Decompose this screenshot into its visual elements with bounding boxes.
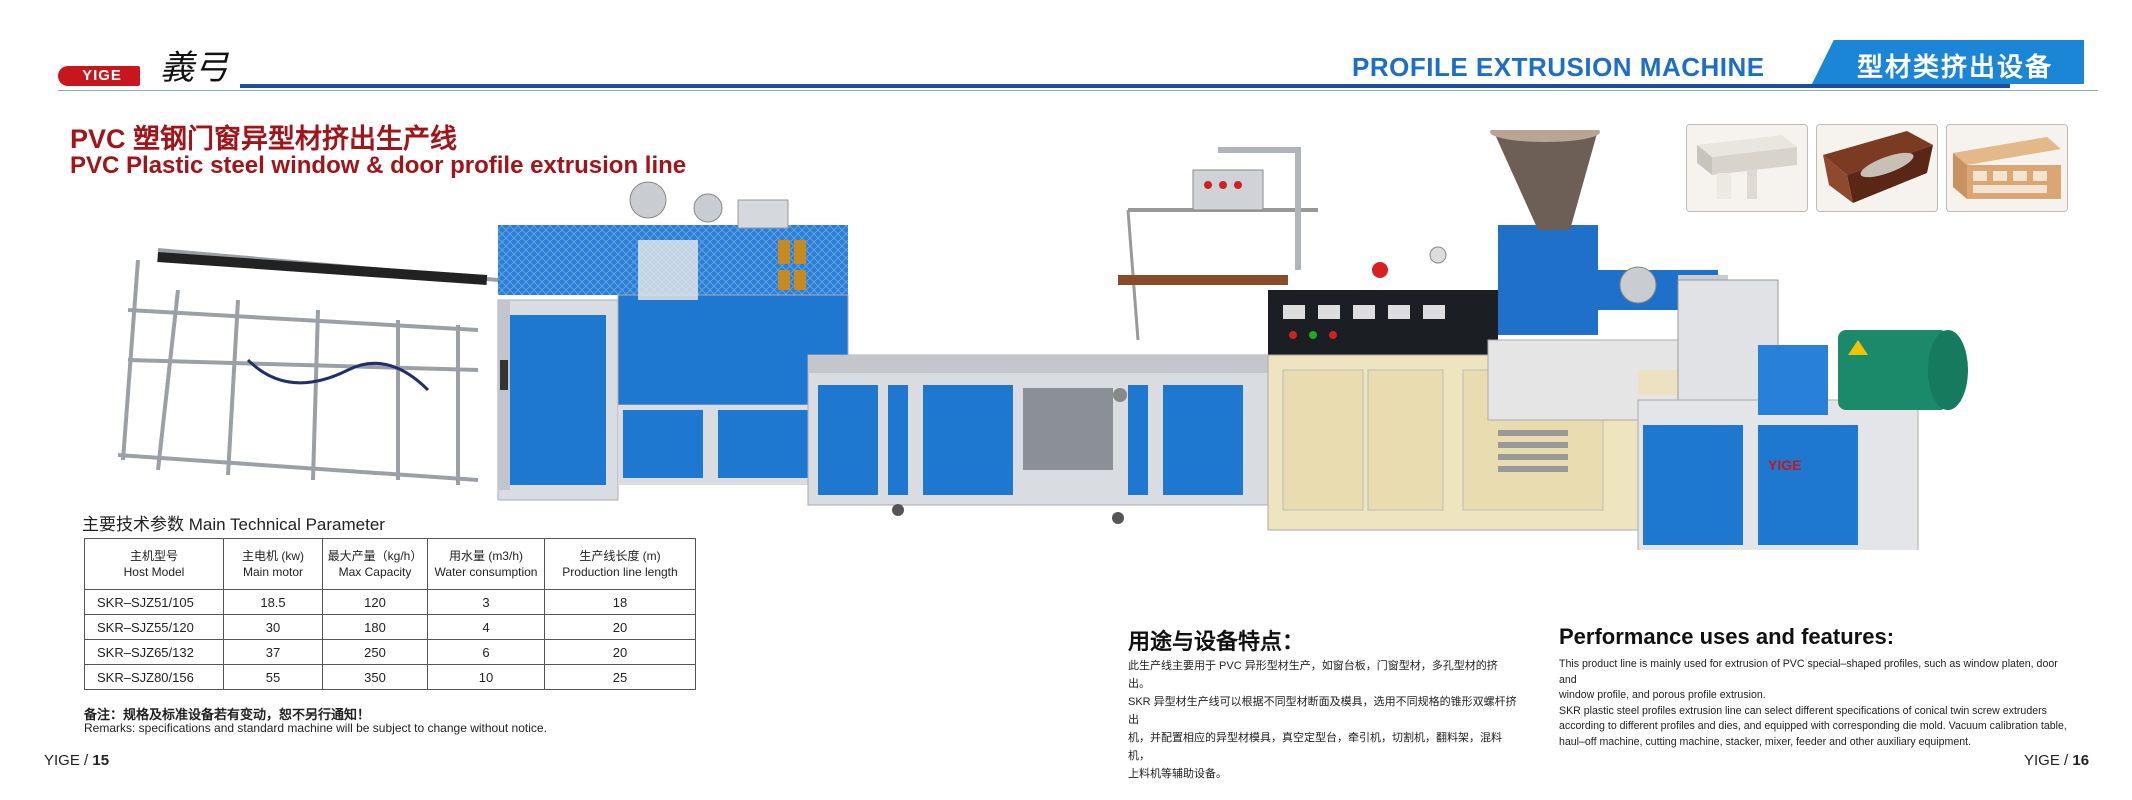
product-title-cn: PVC 塑钢门窗异型材挤出生产线 [70,124,458,154]
uses-line-en: window profile, and porous profile extru… [1559,689,1766,702]
column-header-motor: 主电机 (kw)Main motor [223,538,323,590]
table-cell: 180 [322,614,428,640]
table-cell: SKR–SJZ65/132 [84,639,224,665]
column-header-capacity: 最大产量（kg/h）Max Capacity [322,538,428,590]
table-cell: SKR–SJZ80/156 [84,664,224,690]
logo-glyph: 義弓 [160,48,228,88]
table-cell: 4 [427,614,545,640]
page-footer-right: YIGE / 16 [2024,752,2089,769]
table-cell: SKR–SJZ55/120 [84,614,224,640]
uses-body-en: This product line is mainly used for ext… [1559,657,2069,751]
parameter-heading: 主要技术参数 Main Technical Parameter [82,515,385,534]
column-header-length: 生产线长度 (m)Production line length [544,538,696,590]
vacuum-calibration-table [807,354,1289,524]
uses-line-en: haul–off machine, cutting machine, stack… [1559,735,1972,748]
table-cell: 120 [322,589,428,615]
section-tab-label: 型材类挤出设备 [1856,52,2053,82]
table-cell: 18 [544,589,696,615]
table-cell: 30 [223,614,323,640]
table-cell: 6 [427,639,545,665]
logo-text: YIGE [82,67,122,84]
profile-sample-photo-white [1686,124,1808,212]
profile-bar [157,252,488,285]
product-title-en: PVC Plastic steel window & door profile … [70,152,687,179]
uses-title-en: Performance uses and features: [1559,624,1895,649]
table-row: SKR–SJZ55/120 30 180 4 20 [84,614,696,640]
table-cell: 3 [427,589,545,615]
table-row: SKR–SJZ80/156 55 350 10 25 [84,664,696,690]
uses-line-cn: 上料机等辅助设备。 [1128,768,1227,780]
uses-title-cn: 用途与设备特点： [1128,629,1305,654]
table-row: SKR–SJZ51/105 18.5 120 3 18 [84,589,696,615]
table-cell: 10 [427,664,545,690]
remark-cn: 备注：规格及标准设备若有变动，恕不另行通知！ [84,707,371,722]
feeder-conveyor [1118,147,1318,341]
footer-brand-right: YIGE / [2024,752,2073,769]
uses-line-cn: 机，并配置相应的异型材模具，真空定型台，牵引机，切割机，翻料架，混料机， [1128,732,1502,762]
gearbox-and-motor [1637,279,1968,550]
uses-line-en: according to different profiles and dies… [1559,720,2067,733]
footer-brand-left: YIGE / [44,752,93,769]
table-cell: 37 [223,639,323,665]
extrusion-line-illustration: YIGE [118,130,1968,550]
machine-brand-label: YIGE [1768,457,1801,473]
page-number-right: 16 [2072,752,2090,769]
stacker-rack [118,248,499,485]
table-cell: 20 [544,639,696,665]
table-cell: 20 [544,614,696,640]
uses-line-cn: SKR 异型材生产线可以根据不同型材断面及模具，选用不同规格的锥形双螺杆挤出 [1128,696,1517,726]
page-number-left: 15 [92,752,110,769]
page-footer-left: YIGE / 15 [44,752,109,769]
uses-line-en: SKR plastic steel profiles extrusion lin… [1559,704,2047,717]
uses-body-cn: 此生产线主要用于 PVC 异形型材生产，如窗台板，门窗型材，多孔型材的挤出。 S… [1128,657,1518,783]
column-header-water: 用水量 (m3/h)Water consumption [427,538,545,590]
table-cell: 18.5 [223,589,323,615]
table-cell: 25 [544,664,696,690]
table-cell: 55 [223,664,323,690]
header-rule [240,84,2010,88]
section-title: PROFILE EXTRUSION MACHINE [1352,52,1765,82]
uses-line-cn: 此生产线主要用于 PVC 异形型材生产，如窗台板，门窗型材，多孔型材的挤出。 [1128,660,1498,690]
uses-line-en: This product line is mainly used for ext… [1559,658,2058,686]
profile-sample-photo-woodgrain [1816,124,1938,212]
table-row: SKR–SJZ65/132 37 250 6 20 [84,639,696,665]
remark-en: Remarks: specifications and standard mac… [84,721,547,735]
table-cell: SKR–SJZ51/105 [84,589,224,615]
header-rule-thin [58,90,2098,91]
cutting-machine [497,299,619,501]
table-cell: 250 [322,639,428,665]
profile-sample-photo-porous [1946,124,2068,212]
table-cell: 350 [322,664,428,690]
logo-badge [58,66,140,86]
section-tab [1812,40,2084,84]
